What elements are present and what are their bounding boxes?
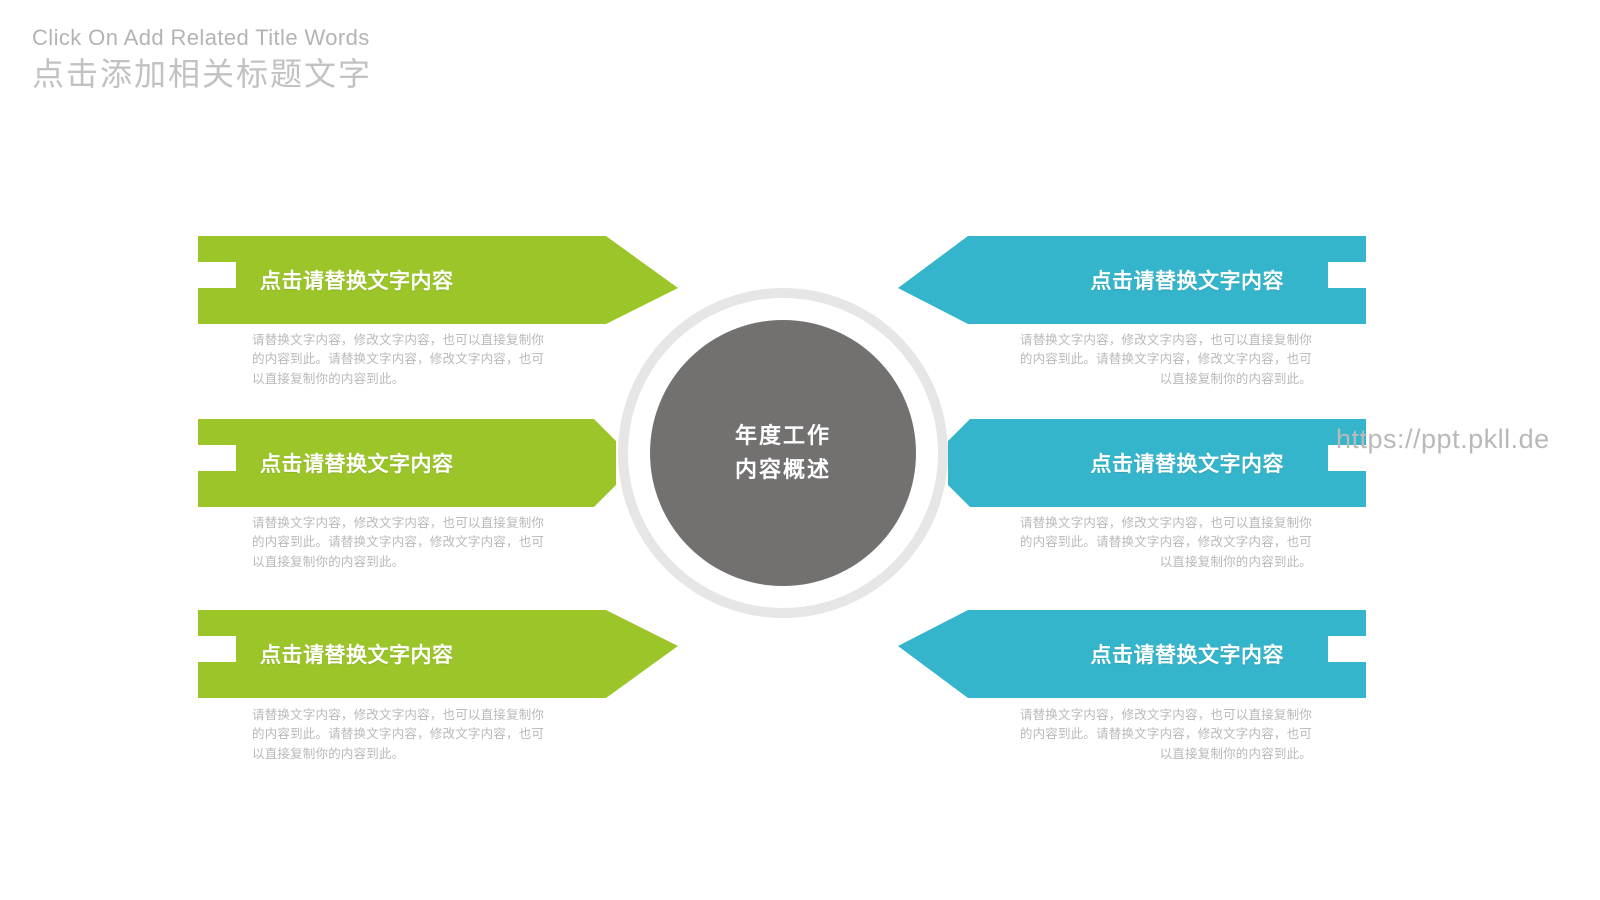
body-text-left-3: 请替换文字内容，修改文字内容，也可以直接复制你的内容到此。请替换文字内容，修改文…: [252, 708, 545, 761]
banner-right-2[interactable]: 点击请替换文字内容: [948, 419, 1366, 507]
body-text-left-1: 请替换文字内容，修改文字内容，也可以直接复制你的内容到此。请替换文字内容，修改文…: [252, 333, 545, 386]
banner-right-3[interactable]: 点击请替换文字内容: [898, 610, 1366, 698]
watermark-url: https://ppt.pkll.de: [1336, 424, 1550, 454]
header-chinese-title: 点击添加相关标题文字: [32, 55, 373, 92]
slide-header: Click On Add Related Title Words 点击添加相关标…: [32, 24, 372, 94]
body-text-right-3: 请替换文字内容，修改文字内容，也可以直接复制你的内容到此。请替换文字内容，修改文…: [1019, 708, 1312, 761]
banner-left-2[interactable]: 点击请替换文字内容: [198, 419, 616, 507]
body-text-right-2: 请替换文字内容，修改文字内容，也可以直接复制你的内容到此。请替换文字内容，修改文…: [1019, 516, 1312, 569]
banner-right-2-shape: [948, 419, 1366, 507]
banner-right-1-title: 点击请替换文字内容: [1090, 270, 1284, 293]
banner-right-3-shape: [898, 610, 1366, 698]
banner-right-1[interactable]: 点击请替换文字内容: [898, 236, 1366, 324]
center-hub-gap: 年度工作 内容概述: [628, 298, 938, 608]
banner-left-3-shape: [198, 610, 678, 698]
center-hub-ring: 年度工作 内容概述: [618, 288, 948, 618]
banner-left-1[interactable]: 点击请替换文字内容: [198, 236, 678, 324]
banner-right-2-title: 点击请替换文字内容: [1090, 453, 1284, 476]
body-text-right-1: 请替换文字内容，修改文字内容，也可以直接复制你的内容到此。请替换文字内容，修改文…: [1019, 333, 1312, 386]
banner-left-1-title: 点击请替换文字内容: [260, 270, 454, 293]
body-text-left-2: 请替换文字内容，修改文字内容，也可以直接复制你的内容到此。请替换文字内容，修改文…: [252, 516, 545, 569]
banner-left-1-shape: [198, 236, 678, 324]
banner-left-2-title: 点击请替换文字内容: [260, 453, 454, 476]
center-hub-title-line1: 年度工作: [734, 422, 831, 448]
center-hub-title-line2: 内容概述: [734, 457, 831, 482]
banner-left-3[interactable]: 点击请替换文字内容: [198, 610, 678, 698]
banner-left-2-shape: [198, 419, 616, 507]
center-hub-disc[interactable]: 年度工作 内容概述: [650, 320, 916, 586]
banner-right-3-title: 点击请替换文字内容: [1090, 644, 1284, 667]
header-english-title: Click On Add Related Title Words: [32, 25, 370, 50]
banner-right-1-shape: [898, 236, 1366, 324]
banner-left-3-title: 点击请替换文字内容: [260, 644, 454, 667]
